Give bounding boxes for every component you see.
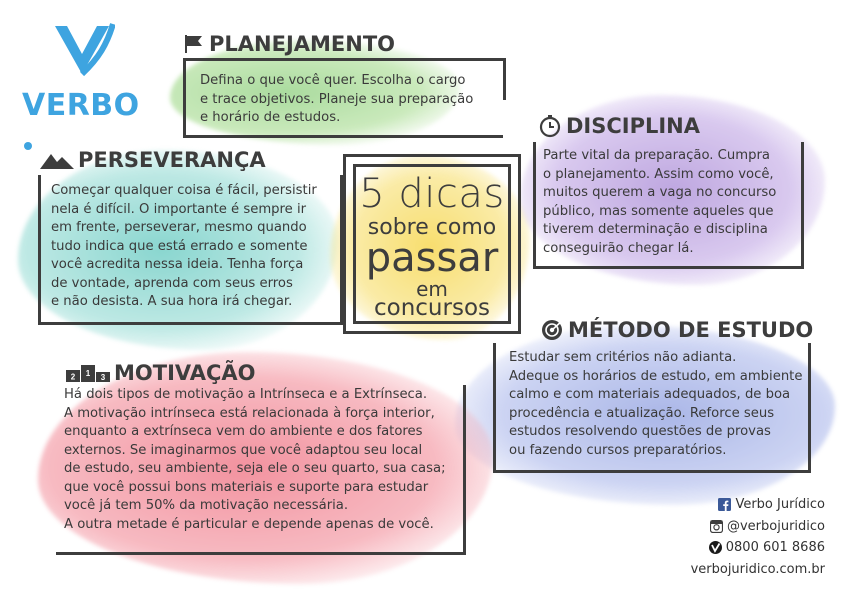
perseveranca-heading: PERSEVERANÇA xyxy=(40,148,266,172)
perseveranca-line: tudo indica que está errado e somente xyxy=(51,238,308,254)
planejamento-title: PLANEJAMENTO xyxy=(209,32,396,56)
instagram-row[interactable]: @verbojuridico xyxy=(691,516,825,538)
contact-block: Verbo Jurídico @verbojuridico 0800 601 8… xyxy=(691,494,825,580)
disciplina-line: público, mas somente aqueles que xyxy=(543,203,774,219)
disciplina-box: Parte vital da preparação. Cumpra o plan… xyxy=(533,142,804,269)
planejamento-line: e trace objetivos. Planeje sua preparaçã… xyxy=(200,91,474,107)
website-link[interactable]: verbojuridico.com.br xyxy=(690,561,825,577)
podium-label: 2 xyxy=(71,373,76,382)
perseveranca-title: PERSEVERANÇA xyxy=(78,148,266,172)
center-title-line: 5 dicas xyxy=(359,171,505,217)
center-title-line: concursos xyxy=(373,295,490,321)
perseveranca-line: em frente, perseverar, mesmo quando xyxy=(51,220,307,235)
disciplina-line: o planejamento. Assim como você, xyxy=(543,166,774,182)
target-icon xyxy=(542,320,563,340)
phone-row[interactable]: 0800 601 8686 xyxy=(691,537,825,559)
flag-icon xyxy=(185,35,202,53)
motivacao-line: enquanto a extrínseca vem do ambiente e … xyxy=(64,424,423,439)
metodo-box: Estudar sem critérios não adianta. Adequ… xyxy=(493,343,811,473)
disciplina-line: conseguirão chegar lá. xyxy=(543,240,694,256)
metodo-line: estudos resolvendo questões de provas xyxy=(509,424,771,439)
center-title-line: em xyxy=(416,277,448,301)
watercolor-green xyxy=(170,40,460,145)
watercolor-yellow xyxy=(330,155,530,340)
motivacao-box: Há dois tipos de motivação a Intrínseca … xyxy=(56,385,466,555)
planejamento-line: Defina o que você quer. Escolha o cargo xyxy=(200,73,466,88)
mountain-icon xyxy=(40,154,74,169)
verbo-logo: VERBO xyxy=(22,22,142,150)
watercolor-red xyxy=(38,352,493,584)
metodo-line: Estudar sem critérios não adianta. xyxy=(509,350,737,365)
metodo-line: ou fazendo cursos preparatórios. xyxy=(509,442,727,458)
disciplina-line: Parte vital da preparação. Cumpra xyxy=(543,148,770,163)
disciplina-heading: DISCIPLINA xyxy=(538,114,700,138)
perseveranca-line: nela é difícil. O importante é sempre ir xyxy=(51,201,307,217)
perseveranca-line: Começar qualquer coisa é fácil, persisti… xyxy=(51,183,317,198)
center-title-frame: 5 dicas sobre como passar em concursos xyxy=(343,154,521,334)
motivacao-line: A motivação intrínseca está relacionada … xyxy=(64,405,435,421)
motivacao-line: Há dois tipos de motivação a Intrínseca … xyxy=(64,387,428,402)
instagram-label: @verbojuridico xyxy=(726,518,825,534)
facebook-label: Verbo Jurídico xyxy=(735,497,825,513)
planejamento-heading: PLANEJAMENTO xyxy=(183,32,395,56)
instagram-icon xyxy=(709,519,723,533)
perseveranca-line: você acredita nessa ideia. Tenha força xyxy=(51,257,304,272)
motivacao-line: externos. Se imaginarmos que você adapto… xyxy=(64,442,423,458)
facebook-row[interactable]: Verbo Jurídico xyxy=(691,494,825,516)
motivacao-heading: 2 1 3 MOTIVAÇÃO xyxy=(66,361,255,385)
verbo-check-icon xyxy=(708,541,722,555)
metodo-line: calmo e com materiais adequados, de boa xyxy=(509,387,791,402)
motivacao-line: você já tem 50% da motivação necessária. xyxy=(64,498,349,513)
center-title-inner-frame: 5 dicas sobre como passar em concursos xyxy=(353,164,511,324)
center-title-line: passar xyxy=(365,235,499,281)
disciplina-line: tiverem determinação e disciplina xyxy=(543,222,768,237)
perseveranca-box: Começar qualquer coisa é fácil, persisti… xyxy=(38,175,343,325)
podium-label: 3 xyxy=(101,373,106,382)
podium-icon: 2 1 3 xyxy=(66,365,110,382)
center-title-line: sobre como xyxy=(367,215,497,240)
planejamento-line: e horário de estudos. xyxy=(200,110,341,125)
watercolor-blue xyxy=(455,325,835,505)
motivacao-line: A outra metade é particular e depende ap… xyxy=(64,516,434,532)
website-row[interactable]: verbojuridico.com.br xyxy=(691,559,825,581)
verbo-logo-text: VERBO xyxy=(22,88,142,158)
perseveranca-line: de vontade, aprenda com seus erros xyxy=(51,275,293,291)
watercolor-cyan xyxy=(18,150,338,350)
facebook-icon xyxy=(718,498,732,512)
metodo-title: MÉTODO DE ESTUDO xyxy=(568,318,814,342)
verbo-logo-mark-icon xyxy=(55,23,115,77)
metodo-heading: MÉTODO DE ESTUDO xyxy=(540,318,813,342)
motivacao-title: MOTIVAÇÃO xyxy=(114,361,256,385)
disciplina-line: muitos querem a vaga no concurso xyxy=(543,185,777,200)
motivacao-line: que você possui bons materiais e suporte… xyxy=(64,479,429,495)
perseveranca-line: e não desista. A sua hora irá chegar. xyxy=(51,294,293,309)
metodo-line: procedência e atualização. Reforce seus xyxy=(509,405,775,421)
clock-icon xyxy=(539,115,561,138)
metodo-line: Adeque os horários de estudo, em ambient… xyxy=(509,368,803,384)
podium-label: 1 xyxy=(86,369,91,378)
motivacao-line: de estudo, seu ambiente, seja ele o seu … xyxy=(64,461,446,476)
watercolor-purple xyxy=(520,95,825,285)
planejamento-box: Defina o que você quer. Escolha o cargo … xyxy=(183,58,506,138)
phone-label: 0800 601 8686 xyxy=(725,540,825,556)
disciplina-title: DISCIPLINA xyxy=(566,114,701,138)
